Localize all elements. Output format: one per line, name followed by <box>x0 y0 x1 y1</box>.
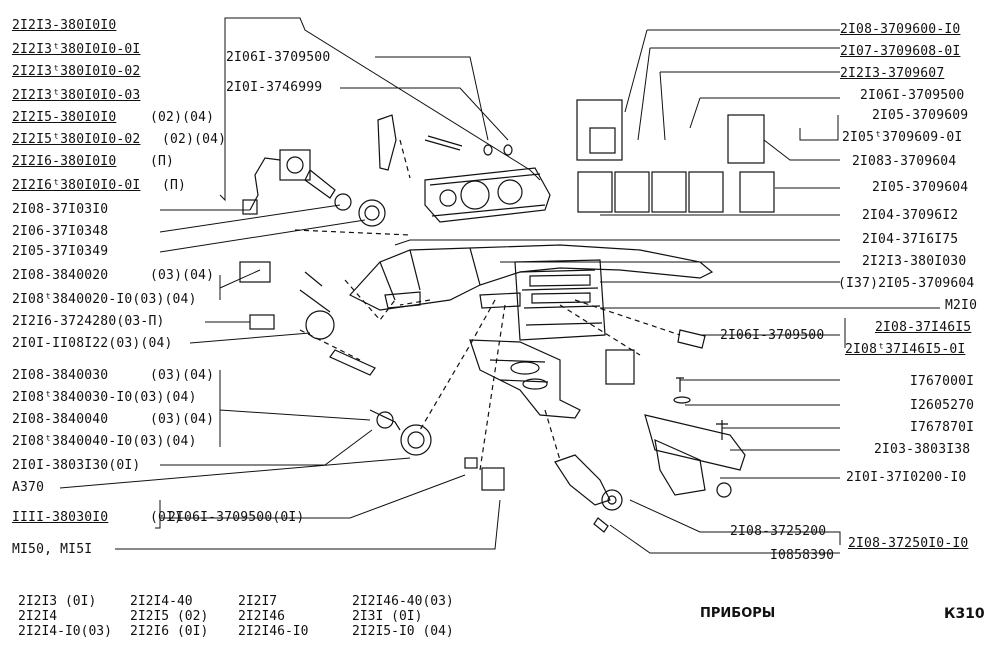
right-part-label: 2I05ᵗ3709609-0I <box>842 130 963 145</box>
left-part-label: 2I2I5-380I0I0 <box>12 110 117 125</box>
switch-row-drawing <box>577 171 775 213</box>
left-part-label: 2I2I3-380I0I0 <box>12 18 117 33</box>
footer-model-label: 2I2I3 (0I) <box>18 594 97 609</box>
lighter-drawing <box>369 409 432 456</box>
right-part-label: 2I07-3709608-0I <box>840 44 961 59</box>
left-part-label: 2I08ᵗ3840020-I0(03)(04) <box>12 292 197 307</box>
footer-model-label: 2I2I46-40(03) <box>352 594 454 609</box>
right-part-label: 2I08-3709600-I0 <box>840 22 961 37</box>
right-part-label: M2I0 <box>945 298 978 313</box>
right-part-label: 2I05-3709604 <box>872 180 969 195</box>
dashboard-drawing <box>349 244 714 419</box>
right-part-label: 2I08ᵗ37I46I5-0I <box>845 342 966 357</box>
left-part-suffix: (П) <box>150 154 175 169</box>
left-part-label: 2I08-3840040 <box>12 412 109 427</box>
right-part-label: I767000I <box>910 374 975 389</box>
left-part-label: MI50, MI5I <box>12 542 93 557</box>
right-part-label: 2I04-37096I2 <box>862 208 959 223</box>
footer-model-label: 2I2I4-I0(03) <box>18 624 112 639</box>
left-part-label: 2I08-3840030 <box>12 368 109 383</box>
left-part-suffix: (03)(04) <box>150 368 215 383</box>
footer-model-label: 2I2I46-I0 <box>238 624 309 639</box>
page-code: К310 <box>944 606 985 622</box>
footer-model-label: 2I3I (0I) <box>352 609 423 624</box>
footer-model-label: 2I2I46 <box>238 609 285 624</box>
left-part-label: 2I2I6-3724280(03-П) <box>12 314 165 329</box>
left-part-label: 2I2I6-380I0I0 <box>12 154 117 169</box>
left-part-suffix: (03)(04) <box>150 268 215 283</box>
footer-model-label: 2I2I5 (02) <box>130 609 209 624</box>
instrument-cluster-drawing <box>377 114 551 223</box>
center-part-label: 2I0I-3746999 <box>226 80 323 95</box>
center-part-label: 2I06I-3709500(0I) <box>168 510 305 525</box>
footer-model-label: 2I2I6 (0I) <box>130 624 209 639</box>
left-part-label: 2I0I-II08I22(03)(04) <box>12 336 173 351</box>
left-part-label: 2I2I3ᵗ380I0I0-0I <box>12 42 141 57</box>
left-part-suffix: (02)(04) <box>150 110 215 125</box>
right-part-label: (I37)2I05-3709604 <box>838 276 975 291</box>
left-part-label: IIII-38030I0 <box>12 510 109 525</box>
right-part-label: 2I08-37I46I5 <box>875 320 972 335</box>
right-part-label: 2I2I3-3709607 <box>840 66 945 81</box>
left-part-label: 2I08-37I03I0 <box>12 202 109 217</box>
left-part-label: 2I2I5ᵗ380I0I0-02 <box>12 132 141 147</box>
left-part-label: 2I08ᵗ3840030-I0(03)(04) <box>12 390 197 405</box>
left-part-label: 2I08-3840020 <box>12 268 109 283</box>
headlight-switch-drawing <box>242 149 336 215</box>
left-part-label: 2I2I6ᵗ380I0I0-0I <box>12 178 141 193</box>
leader-lines <box>59 17 940 554</box>
left-part-suffix: (02)(04) <box>162 132 227 147</box>
right-part-label: 2I08-37250I0-I0 <box>848 536 969 551</box>
footer-model-label: 2I2I4 <box>18 609 58 624</box>
left-part-label: 2I05-37I0349 <box>12 244 109 259</box>
dashed-leaders <box>294 139 681 471</box>
right-part-label: 2I04-37I6I75 <box>862 232 959 247</box>
right-part-label: I0858390 <box>770 548 835 563</box>
left-part-suffix: (03)(04) <box>150 412 215 427</box>
right-part-label: I2605270 <box>910 398 975 413</box>
right-part-label: 2I083-3709604 <box>852 154 957 169</box>
footer-model-label: 2I2I4-40 <box>130 594 193 609</box>
right-part-label: 2I06I-3709500 <box>860 88 965 103</box>
left-part-label: 2I2I3ᵗ380I0I0-03 <box>12 88 141 103</box>
hazard-switch-drawing <box>576 99 765 164</box>
left-part-label: 2I2I3ᵗ380I0I0-02 <box>12 64 141 79</box>
footer-model-label: 2I2I7 <box>238 594 278 609</box>
mirror-button-drawing <box>464 457 505 491</box>
left-part-label: A370 <box>12 480 45 495</box>
center-part-label: 2I06I-3709500 <box>226 50 331 65</box>
steering-column-drawing <box>644 377 746 498</box>
right-part-label: 2I06I-3709500 <box>720 328 825 343</box>
right-part-label: I767870I <box>910 420 975 435</box>
left-part-suffix: (0I) <box>150 510 183 525</box>
right-part-label: 2I2I3-380I030 <box>862 254 967 269</box>
knob-drawing <box>334 193 352 211</box>
right-part-label: 2I05-3709609 <box>872 108 969 123</box>
page-title: ПРИБОРЫ <box>700 606 776 621</box>
right-part-label: 2I08-3725200 <box>730 524 827 539</box>
left-part-label: 2I08ᵗ3840040-I0(03)(04) <box>12 434 197 449</box>
left-part-label: 2I06-37I0348 <box>12 224 109 239</box>
left-part-label: 2I0I-3803I30(0I) <box>12 458 141 473</box>
left-part-suffix: (П) <box>162 178 187 193</box>
ignition-drawing <box>554 454 623 533</box>
fog-switch-drawing <box>605 329 706 385</box>
radio-fuse-drawing <box>239 261 376 376</box>
right-part-label: 2I0I-37I0200-I0 <box>846 470 967 485</box>
right-part-label: 2I03-3803I38 <box>874 442 971 457</box>
footer-model-label: 2I2I5-I0 (04) <box>352 624 454 639</box>
